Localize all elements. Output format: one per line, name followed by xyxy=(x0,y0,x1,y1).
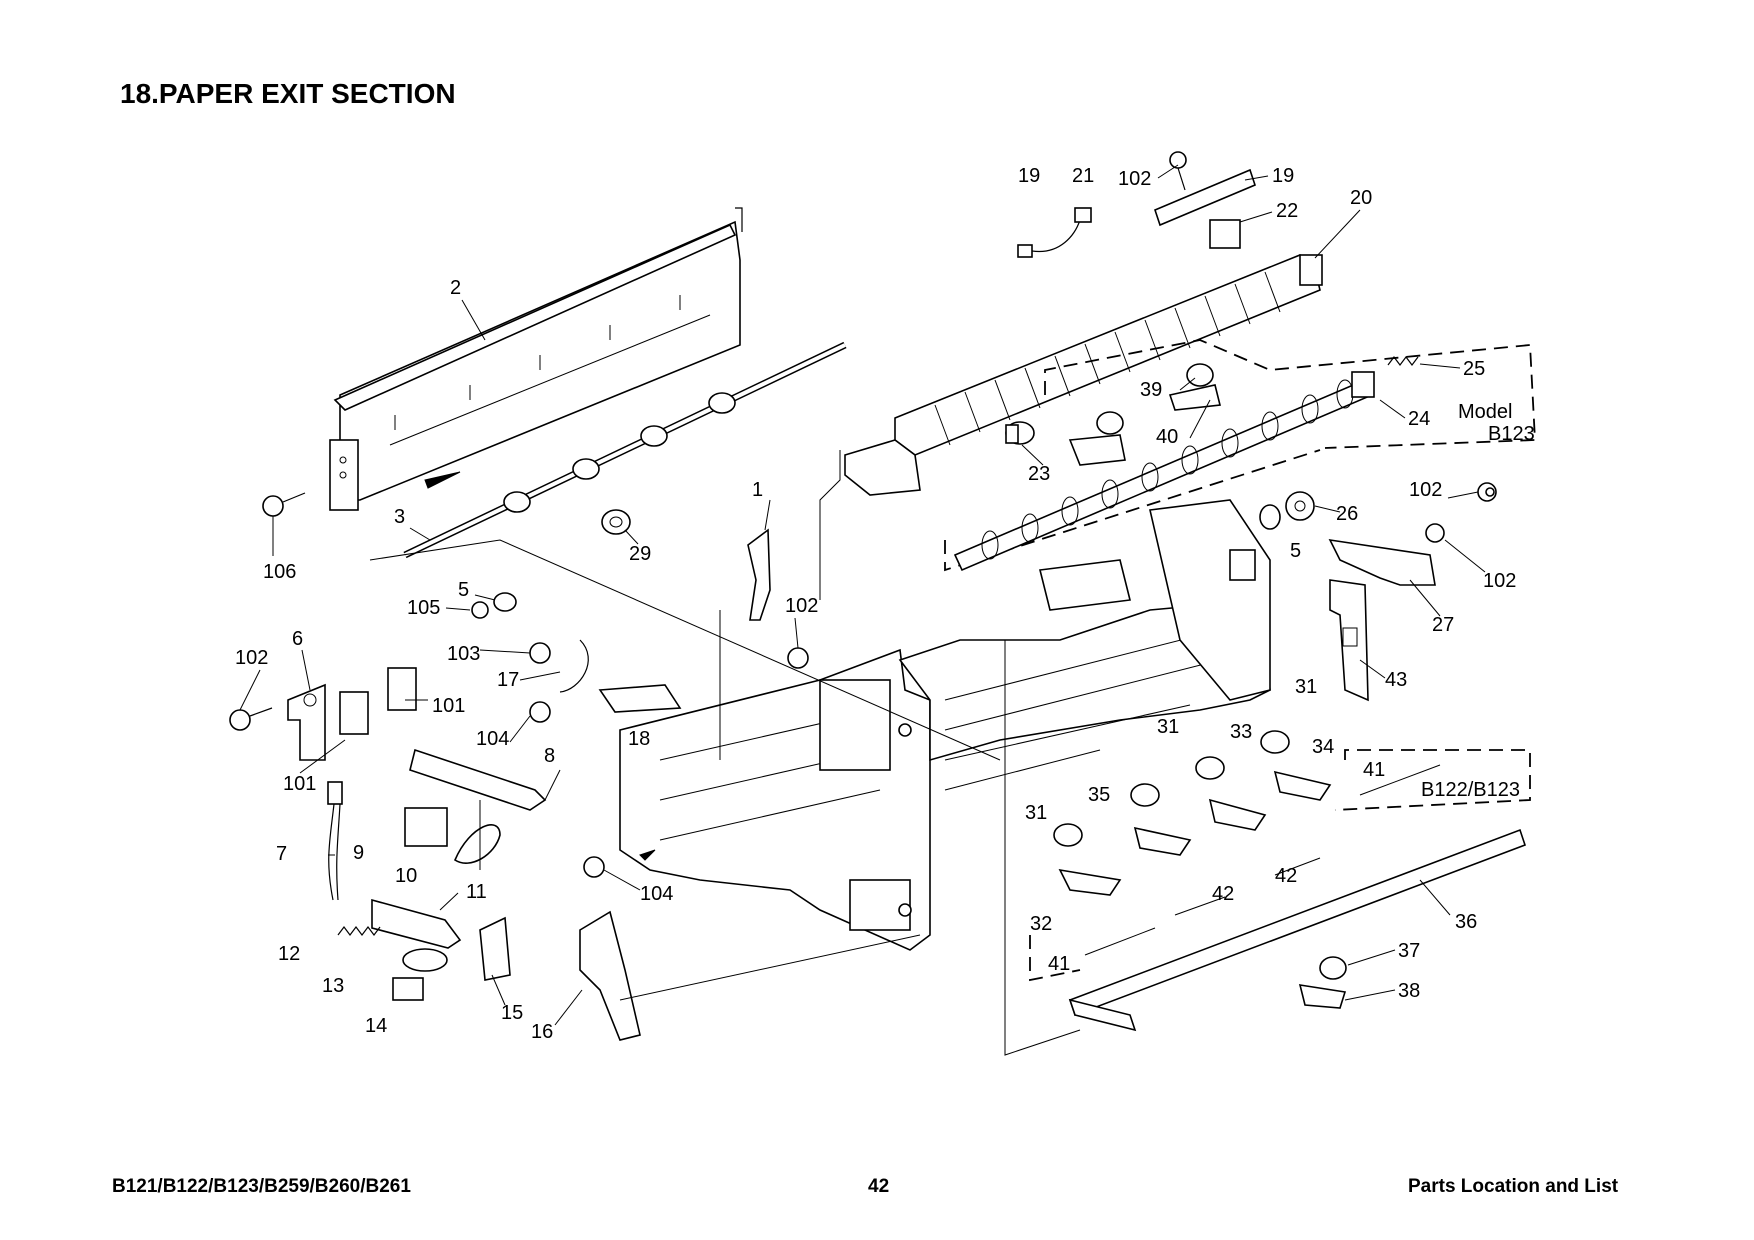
callout-16: 16 xyxy=(531,1021,553,1043)
callout-21: 21 xyxy=(1072,165,1094,187)
callout-26: 26 xyxy=(1336,503,1358,525)
footer-section: Parts Location and List xyxy=(1408,1176,1619,1197)
callout-42a: 42 xyxy=(1275,865,1297,887)
callout-31c: 31 xyxy=(1295,676,1317,698)
callout-19b: 19 xyxy=(1272,165,1294,187)
callout-105: 105 xyxy=(407,597,440,619)
callout-leaders xyxy=(239,164,1486,1026)
paper-exit-guide-part xyxy=(844,254,1323,496)
assembly-lines xyxy=(369,450,1081,1056)
exit-guide-plate-part xyxy=(329,207,743,511)
callout-14: 14 xyxy=(365,1015,387,1037)
callout-22: 22 xyxy=(1276,200,1298,222)
callout-20: 20 xyxy=(1350,187,1372,209)
group-label-model: Model xyxy=(1458,401,1512,423)
model-b123-group xyxy=(944,339,1536,572)
callout-101b: 101 xyxy=(283,773,316,795)
callout-36: 36 xyxy=(1455,911,1477,933)
callout-41a: 41 xyxy=(1363,759,1385,781)
main-frame-part xyxy=(619,499,1271,951)
callout-102c: 102 xyxy=(1483,570,1516,592)
callout-17: 17 xyxy=(497,669,519,691)
callout-11: 11 xyxy=(466,881,487,903)
callout-2: 2 xyxy=(450,277,461,299)
callout-27: 27 xyxy=(1432,614,1454,636)
footer-models: B121/B122/B123/B259/B260/B261 xyxy=(112,1176,411,1197)
callout-19: 19 xyxy=(1018,165,1040,187)
gear-part xyxy=(1259,491,1315,530)
left-side-parts xyxy=(229,528,809,1041)
callout-37: 37 xyxy=(1398,940,1420,962)
screw-106-part xyxy=(262,492,306,517)
callout-32: 32 xyxy=(1030,913,1052,935)
group-label-b123: B123 xyxy=(1488,423,1535,445)
callout-25: 25 xyxy=(1463,358,1485,380)
callout-102b: 102 xyxy=(1409,479,1442,501)
callout-5: 5 xyxy=(458,579,469,601)
callout-13: 13 xyxy=(322,975,344,997)
callout-31a: 31 xyxy=(1025,802,1047,824)
callout-39: 39 xyxy=(1140,379,1162,401)
callout-42b: 42 xyxy=(1212,883,1234,905)
callout-104b: 104 xyxy=(640,883,673,905)
callout-34: 34 xyxy=(1312,736,1334,758)
page-title: 18.PAPER EXIT SECTION xyxy=(120,78,456,109)
callout-104a: 104 xyxy=(476,728,509,750)
right-brackets-part xyxy=(1328,482,1497,702)
roller-23-part xyxy=(1005,421,1035,445)
harness-and-sensor-part xyxy=(1017,151,1256,258)
callout-24: 24 xyxy=(1408,408,1430,430)
bushing-part xyxy=(601,509,631,535)
group-label-b122-b123: B122/B123 xyxy=(1421,779,1520,801)
callout-101a: 101 xyxy=(432,695,465,717)
callout-38: 38 xyxy=(1398,980,1420,1002)
callout-labels: 1 2 3 5 5 6 7 8 9 10 11 12 13 14 15 16 1… xyxy=(235,165,1535,1043)
callout-35: 35 xyxy=(1088,784,1110,806)
callout-5b: 5 xyxy=(1290,540,1301,562)
callout-18: 18 xyxy=(628,728,650,750)
callout-106: 106 xyxy=(263,561,296,583)
callout-15: 15 xyxy=(501,1002,523,1024)
callout-102e: 102 xyxy=(235,647,268,669)
callout-8: 8 xyxy=(544,745,555,767)
callout-29: 29 xyxy=(629,543,651,565)
callout-6: 6 xyxy=(292,628,303,650)
callout-33: 33 xyxy=(1230,721,1252,743)
callout-40: 40 xyxy=(1156,426,1178,448)
callout-10: 10 xyxy=(395,865,417,887)
callout-102a: 102 xyxy=(1118,168,1151,190)
callout-43: 43 xyxy=(1385,669,1407,691)
callout-7: 7 xyxy=(276,843,287,865)
footer-page-number: 42 xyxy=(868,1176,890,1197)
callout-12: 12 xyxy=(278,943,300,965)
callout-31b: 31 xyxy=(1157,716,1179,738)
callout-103: 103 xyxy=(447,643,480,665)
callout-3: 3 xyxy=(394,506,405,528)
b122-b123-group xyxy=(1029,730,1531,1032)
exit-roller-shaft-part xyxy=(403,341,847,559)
callout-102d: 102 xyxy=(785,595,818,617)
callout-1: 1 xyxy=(752,479,763,501)
callout-23: 23 xyxy=(1028,463,1050,485)
callout-41b: 41 xyxy=(1048,953,1070,975)
callout-9: 9 xyxy=(353,842,364,864)
